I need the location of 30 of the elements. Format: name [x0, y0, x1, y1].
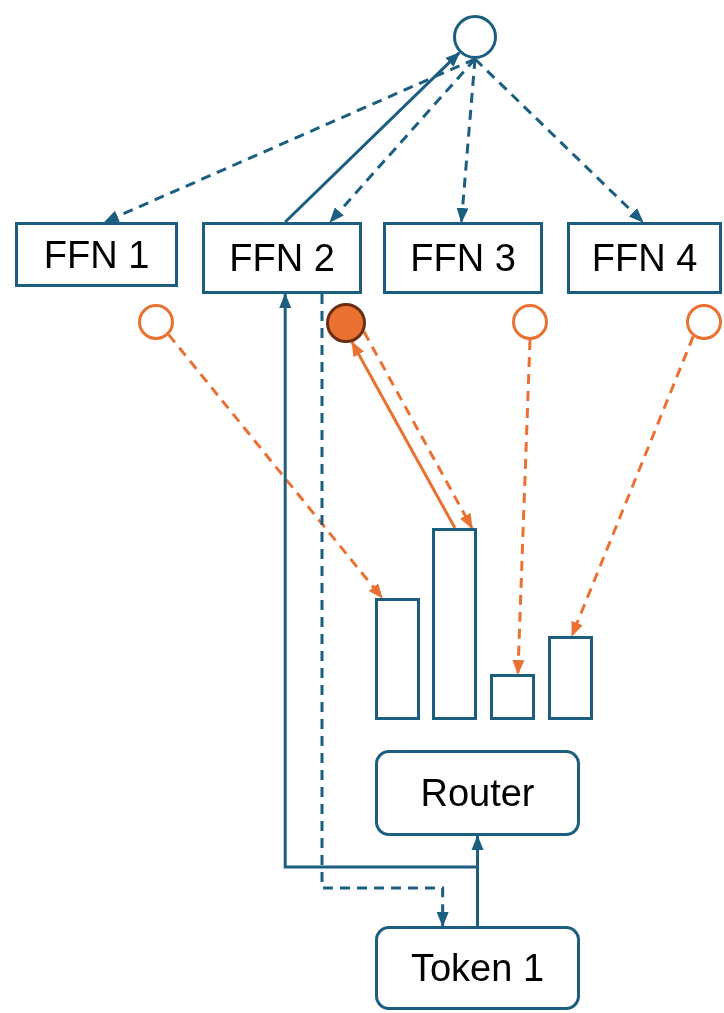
filled-circle-node — [326, 303, 366, 343]
dashed-arrow — [473, 57, 644, 224]
circle-node — [453, 15, 497, 59]
circle-node — [138, 304, 174, 340]
dashed-arrow — [570, 335, 695, 637]
process-box — [383, 222, 543, 294]
node-label: FFN 4 — [591, 239, 698, 277]
dashed-arrow — [167, 333, 384, 599]
bar — [432, 528, 477, 720]
dashed-arrow — [320, 294, 449, 927]
process-box — [15, 222, 178, 287]
node-label: Token 1 — [410, 949, 545, 987]
dashed-arrow — [512, 339, 532, 675]
dashed-arrow — [456, 58, 477, 223]
node-label: FFN 2 — [229, 239, 335, 277]
process-box — [202, 222, 362, 294]
node-label: Router — [420, 774, 535, 812]
node-label: FFN 1 — [43, 235, 150, 274]
arrow — [284, 51, 461, 224]
dashed-arrow — [362, 331, 474, 529]
bar — [548, 636, 593, 720]
rounded-box — [375, 750, 580, 836]
circle-node — [512, 304, 548, 340]
bar — [490, 674, 535, 720]
rounded-box — [375, 926, 580, 1010]
circle-node — [686, 304, 722, 340]
arrow — [350, 341, 457, 529]
node-label: FFN 3 — [410, 239, 516, 277]
process-box — [567, 222, 722, 294]
bar — [375, 598, 420, 720]
